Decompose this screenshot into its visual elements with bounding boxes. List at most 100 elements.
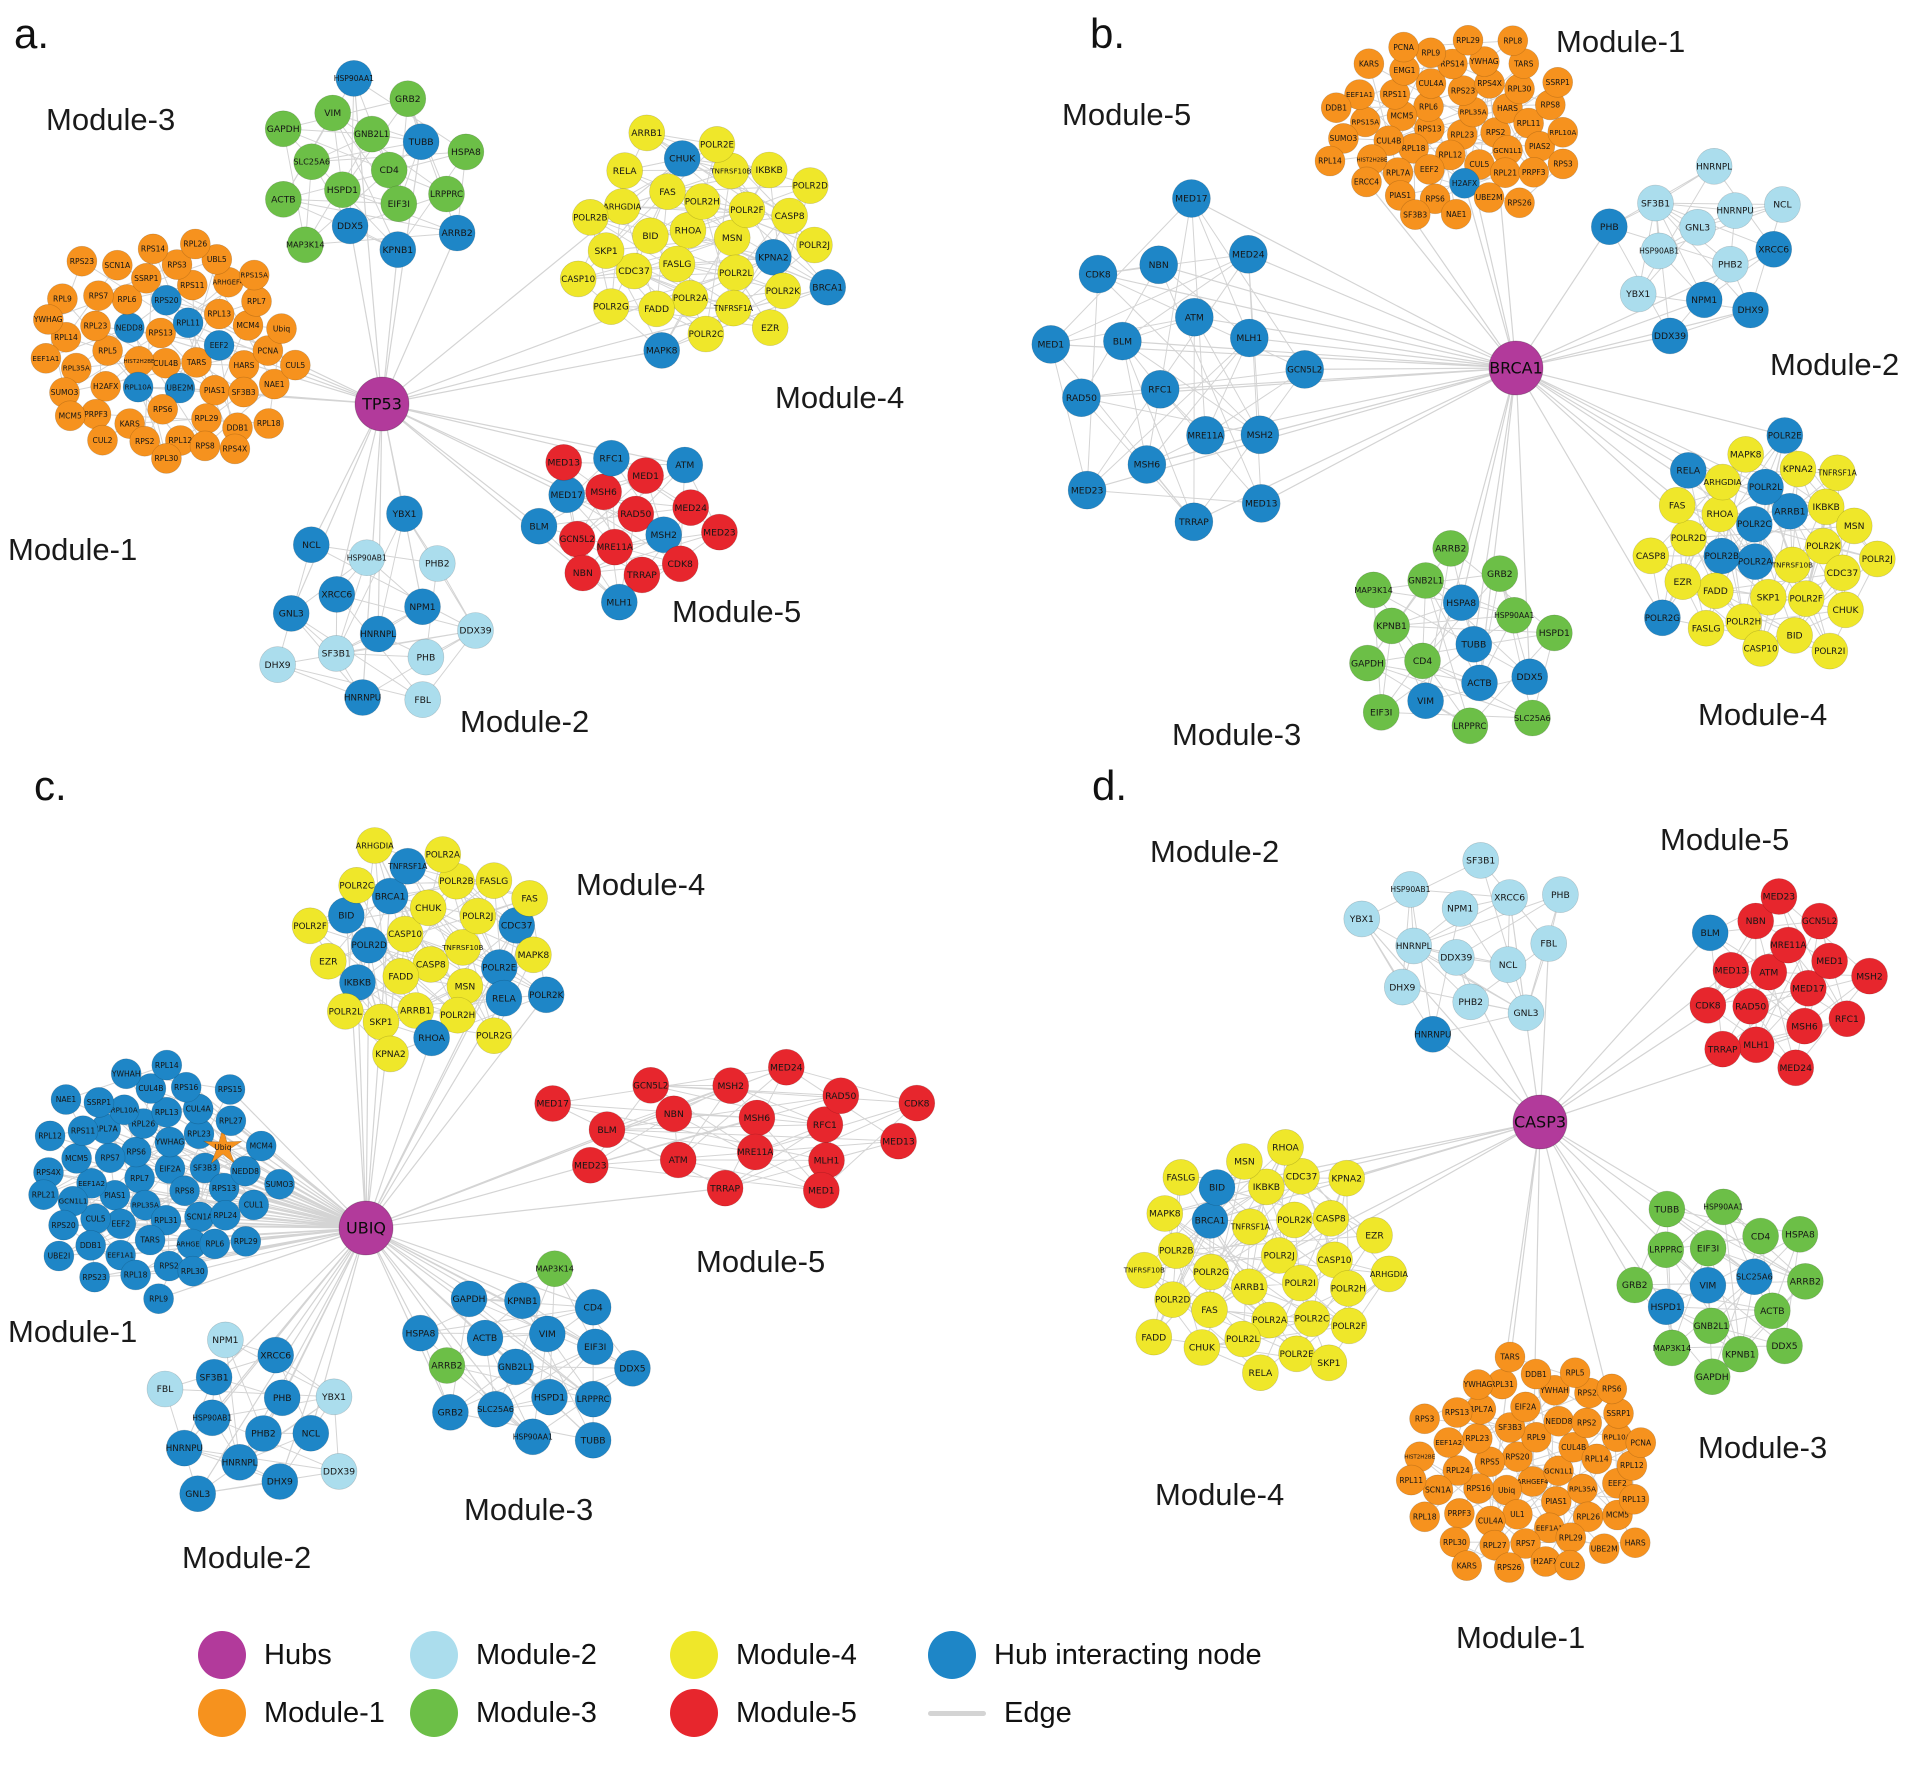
gene-node[interactable]: YBX1 [1619,275,1657,313]
gene-node[interactable]: CHUK [663,140,701,177]
gene-node[interactable]: VIM [528,1315,566,1353]
gene-node[interactable]: IKBKB [750,151,788,189]
gene-node[interactable]: TNFRSF1A [1817,454,1858,492]
gene-node[interactable]: DHX9 [261,1463,299,1500]
gene-node[interactable]: HNRNPU [1717,192,1754,229]
gene-node[interactable]: RPS2 [1571,1407,1602,1439]
gene-node[interactable]: RPL30 [177,1255,209,1287]
gene-node[interactable]: FADD [638,290,675,328]
gene-node[interactable]: FASLG [475,862,513,899]
gene-node[interactable]: MSH2 [1240,415,1280,455]
gene-node[interactable]: RPL14 [151,1049,183,1081]
gene-node[interactable]: PCNA [1388,31,1419,63]
gene-node[interactable]: PHB2 [1452,983,1489,1021]
gene-node[interactable]: TNFRSF1A [1230,1208,1271,1245]
gene-node[interactable]: RPS23 [1447,75,1479,106]
gene-node[interactable]: RPL18 [253,408,285,439]
gene-node[interactable]: RPS23 [79,1261,110,1293]
gene-node[interactable]: VIM [314,94,352,132]
gene-node[interactable]: GRB2 [432,1394,469,1431]
gene-node[interactable]: POLR2J [796,226,833,264]
gene-node[interactable]: MAPK8 [643,332,681,369]
gene-node[interactable]: BRCA1 [1191,1202,1229,1239]
gene-node[interactable]: HNRNPL [1695,148,1733,185]
gene-node[interactable]: ARRB2 [1432,530,1469,567]
gene-node[interactable]: POLR2A [424,836,462,873]
gene-node[interactable]: MED17 [1172,179,1211,218]
gene-node[interactable]: RHOA [1267,1129,1304,1166]
gene-node[interactable]: SKP1 [362,1003,400,1041]
gene-node[interactable]: BLM [1691,914,1729,952]
gene-node[interactable]: PHB [1542,876,1579,913]
gene-node[interactable]: KPNA2 [1779,450,1817,488]
gene-node[interactable]: BID [1198,1169,1236,1206]
gene-node[interactable]: SUMO3 [264,1168,295,1200]
gene-node[interactable]: MSH6 [1786,1007,1823,1045]
gene-node[interactable]: MED13 [1712,951,1750,989]
gene-node[interactable]: NAE1 [1440,198,1472,230]
gene-node[interactable]: HSPA8 [1781,1216,1819,1253]
gene-node[interactable]: EIF3I [576,1328,614,1366]
gene-node[interactable]: LRPPRC [1451,707,1489,745]
gene-node[interactable]: ACTB [1754,1292,1791,1330]
gene-node[interactable]: CASP8 [771,197,808,235]
gene-node[interactable]: GNL3 [272,595,310,632]
gene-node[interactable]: NCL [292,1414,330,1452]
gene-node[interactable]: RPS15A [238,259,270,291]
gene-node[interactable]: POLR2F [728,191,766,229]
gene-node[interactable]: DDX5 [1511,658,1548,696]
gene-node[interactable]: RPS14 [137,233,169,265]
gene-node[interactable]: TARS [134,1224,166,1256]
gene-node[interactable]: MSH6 [1127,445,1167,484]
gene-node[interactable]: ARRB2 [1787,1263,1824,1300]
gene-node[interactable]: RPL35A [1567,1473,1598,1505]
gene-node[interactable]: RPL11 [172,307,204,339]
gene-node[interactable]: POLR2I [1281,1264,1319,1302]
gene-node[interactable]: POLR2A [671,279,709,317]
gene-node[interactable]: KPNB1 [504,1282,541,1319]
gene-node[interactable]: ARRB2 [428,1347,466,1384]
gene-node[interactable]: DHX9 [1732,291,1769,329]
gene-node[interactable]: FBL [404,681,442,718]
gene-node[interactable]: TARS [1494,1341,1526,1373]
gene-node[interactable]: RPS6 [147,393,178,425]
hub-node[interactable]: TP53 [354,376,410,432]
gene-node[interactable]: RPS20 [48,1209,79,1241]
gene-node[interactable]: RPS3 [1409,1403,1440,1435]
gene-node[interactable]: KARS [1353,48,1385,80]
gene-node[interactable]: POLR2D [1154,1281,1191,1318]
gene-node[interactable]: RPS26 [1504,187,1535,219]
gene-node[interactable]: SF3B1 [195,1358,233,1396]
gene-node[interactable]: HSPA8 [402,1314,439,1352]
gene-node[interactable]: TUBB [574,1421,612,1459]
gene-node[interactable]: RPS15 [214,1074,246,1105]
gene-node[interactable]: EIF3I [1689,1229,1727,1267]
gene-node[interactable]: GRB2 [1616,1266,1653,1304]
gene-node[interactable]: SCN1A [102,249,133,281]
gene-node[interactable]: DDX39 [1651,317,1689,355]
gene-node[interactable]: GNB2L1 [353,115,391,153]
gene-node[interactable]: NCL [1764,186,1801,223]
gene-node[interactable]: RPL18 [120,1259,151,1291]
gene-node[interactable]: MED23 [1760,878,1798,915]
gene-node[interactable]: SSRP1 [1542,67,1573,98]
gene-node[interactable]: POLR2C [1293,1300,1331,1337]
gene-node[interactable]: ATM [1175,297,1214,337]
gene-node[interactable]: RPL21 [1489,157,1521,188]
gene-node[interactable]: ACTB [1461,664,1498,702]
gene-node[interactable]: DDX39 [1438,939,1475,976]
gene-node[interactable]: RPS8 [189,430,221,462]
gene-node[interactable]: GNL3 [1679,209,1716,246]
gene-node[interactable]: MAP3K14 [535,1250,574,1287]
gene-node[interactable]: HNRNPU [344,679,381,716]
gene-node[interactable]: MED1 [627,457,664,494]
gene-node[interactable]: HARS [1619,1527,1651,1558]
gene-node[interactable]: CASP10 [1742,630,1779,667]
gene-node[interactable]: MSN [1835,507,1873,545]
gene-node[interactable]: POLR2D [350,926,388,964]
gene-node[interactable]: UBE2I [43,1240,75,1272]
gene-node[interactable]: RPS7 [94,1142,126,1173]
gene-node[interactable]: SSRP1 [131,262,162,294]
gene-node[interactable]: MAP3K14 [1653,1329,1692,1367]
gene-node[interactable]: HNRNPL [359,615,397,653]
